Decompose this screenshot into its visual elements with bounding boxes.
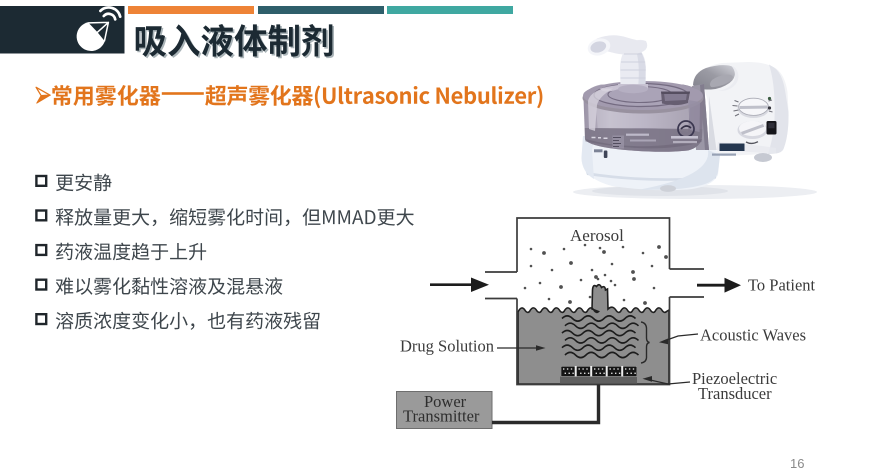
svg-text:Drug Solution: Drug Solution [400, 337, 494, 356]
svg-text:16: 16 [790, 456, 804, 471]
svg-text:Acoustic Waves: Acoustic Waves [700, 326, 806, 345]
svg-text:Power: Power [424, 392, 467, 411]
svg-text:Transmitter: Transmitter [403, 407, 480, 426]
svg-text:Transducer: Transducer [698, 384, 772, 403]
svg-text:Aerosol: Aerosol [570, 226, 624, 245]
svg-text:To Patient: To Patient [748, 276, 816, 295]
svg-text:Piezoelectric: Piezoelectric [692, 369, 777, 388]
